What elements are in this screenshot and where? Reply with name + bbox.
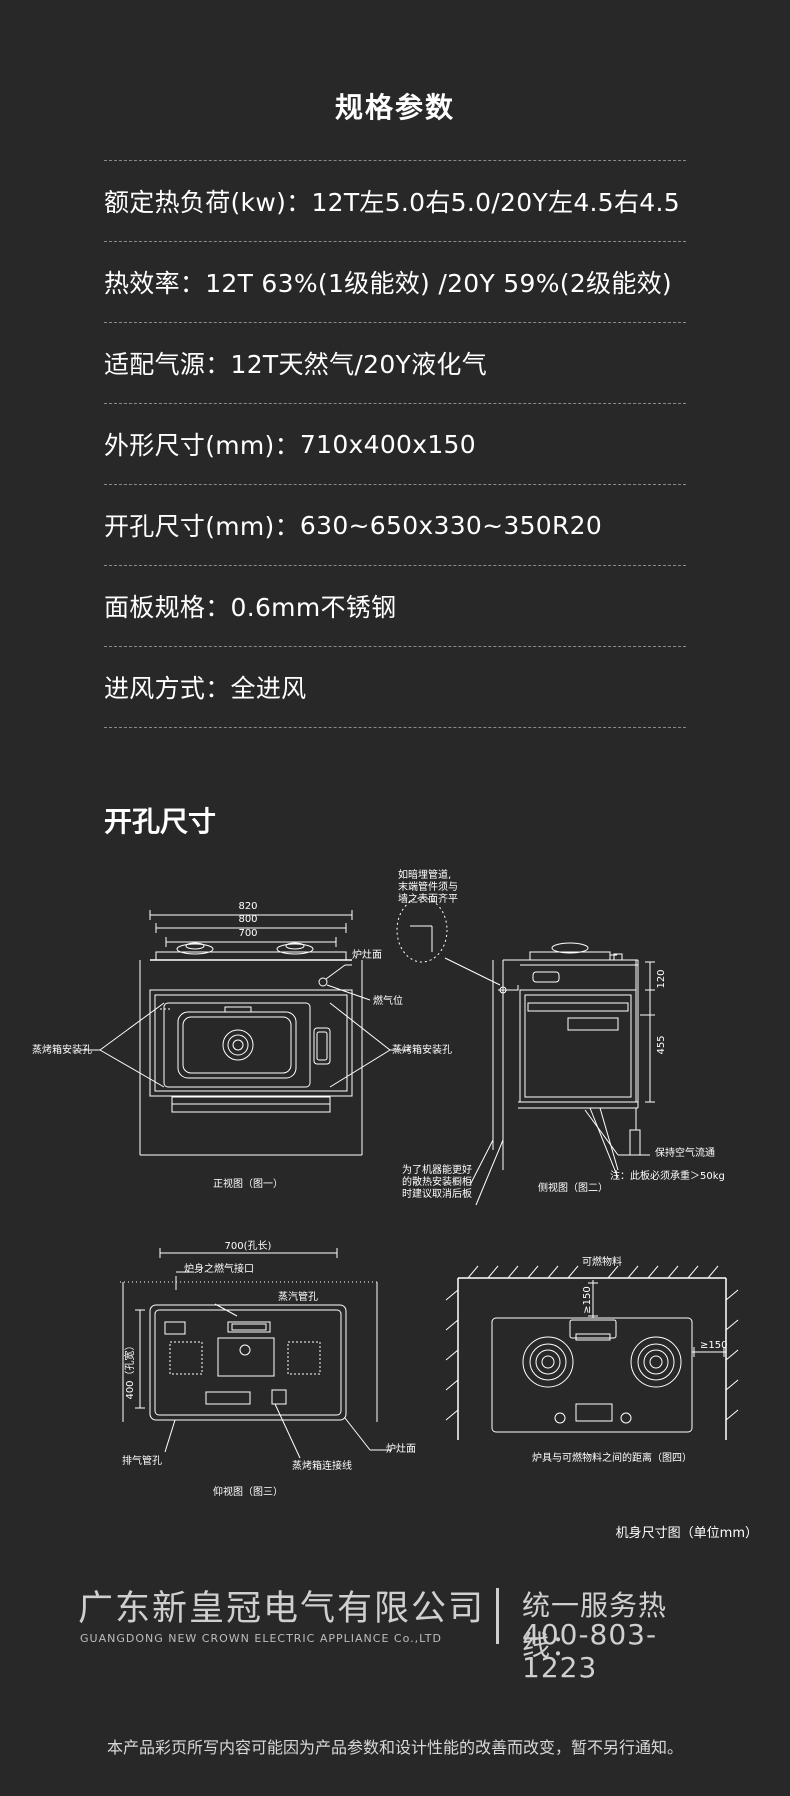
page-title: 规格参数 <box>334 91 455 124</box>
spec-label: 外形尺寸(mm)： <box>104 431 300 460</box>
distance-caption: 炉具与可燃物料之间的距离（图四） <box>532 1451 692 1464</box>
spec-label: 进风方式： <box>104 674 231 703</box>
hotline-label: 统一服务热线： <box>522 1589 668 1662</box>
unit-note: 机身尺寸图（单位mm） <box>615 1526 758 1541</box>
bottom-label-wire: 蒸烤箱连接线 <box>292 1459 352 1472</box>
front-dim-700: 700 <box>238 928 257 939</box>
front-label-hole-left: 蒸烤箱安装孔 <box>32 1043 92 1056</box>
spec-row-cutout-size: 开孔尺寸(mm)：630~650x330~350R20 <box>104 485 686 566</box>
spec-value: 12T 63%(1级能效) /20Y 59%(2级能效) <box>205 269 672 298</box>
front-caption: 正视图（图一） <box>213 1177 283 1190</box>
company-block: 广东新皇冠电气有限公司 GUANGDONG NEW CROWN ELECTRIC… <box>78 1580 718 1684</box>
front-dim-820: 820 <box>238 901 257 912</box>
bottom-dim-400: 400（孔宽） <box>123 1340 136 1399</box>
spec-value: 12T左5.0右5.0/20Y左4.5右4.5 <box>311 188 680 217</box>
spec-label: 开孔尺寸(mm)： <box>104 512 300 541</box>
spec-value: 0.6mm不锈钢 <box>230 593 397 622</box>
spec-value: 12T天然气/20Y液化气 <box>230 350 488 379</box>
company-divider <box>496 1588 499 1644</box>
spec-row-air-intake: 进风方式：全进风 <box>104 647 686 728</box>
side-caption: 侧视图（图二） <box>538 1181 608 1194</box>
footer-disclaimer: 本产品彩页所写内容可能因为产品参数和设计性能的改善而改变，暂不另行通知。 <box>106 1738 683 1757</box>
spec-row-gas-source: 适配气源：12T天然气/20Y液化气 <box>104 323 686 404</box>
bottom-dim-700: 700(孔长) <box>225 1240 272 1252</box>
spec-row-panel: 面板规格：0.6mm不锈钢 <box>104 566 686 647</box>
bottom-label-steam: 蒸汽管孔 <box>278 1290 318 1303</box>
side-note2-line1: 为了机器能更好 <box>402 1163 472 1176</box>
side-dim-120: 120 <box>656 969 667 988</box>
section-title-cutout: 开孔尺寸 <box>104 805 217 838</box>
front-label-gas: 燃气位 <box>373 994 403 1007</box>
bottom-label-gas-inlet: 炉身之燃气接口 <box>184 1262 254 1275</box>
front-dim-800: 800 <box>238 914 257 925</box>
spec-row-heat-load: 额定热负荷(kw)：12T左5.0右5.0/20Y左4.5右4.5 <box>104 160 686 242</box>
side-note-line3: 墙之表面齐平 <box>398 892 458 905</box>
side-note-line1: 如暗埋管道, <box>398 868 451 881</box>
side-note2-line2: 的散热安装橱柜 <box>402 1175 472 1188</box>
distance-dim-150-side: ≥150 <box>700 1340 727 1351</box>
company-name: 广东新皇冠电气有限公司 <box>78 1589 486 1629</box>
side-dim-455: 455 <box>656 1035 667 1054</box>
side-note2-line3: 时建议取消后板 <box>402 1187 472 1200</box>
spec-value: 710x400x150 <box>299 429 476 459</box>
bottom-caption: 仰视图（图三） <box>213 1485 283 1498</box>
spec-label: 热效率： <box>104 269 206 298</box>
spec-value: 全进风 <box>230 674 307 703</box>
bottom-label-cooktop: 炉灶面 <box>386 1442 416 1455</box>
spec-label: 面板规格： <box>104 593 231 622</box>
distance-dim-150-top: ≥150 <box>582 1286 593 1313</box>
distance-view-drawing <box>457 1277 727 1440</box>
side-label-air: 保持空气流通 <box>655 1146 715 1159</box>
front-label-cooktop: 炉灶面 <box>352 948 382 961</box>
spec-row-efficiency: 热效率：12T 63%(1级能效) /20Y 59%(2级能效) <box>104 242 686 323</box>
side-note-line2: 末端管件须与 <box>398 880 458 893</box>
side-label-load: 注：此板必须承重＞50kg <box>610 1169 725 1182</box>
bottom-view-drawing <box>120 1248 392 1459</box>
spec-label: 适配气源： <box>104 350 231 379</box>
spec-row-outer-size: 外形尺寸(mm)：710x400x150 <box>104 404 686 485</box>
spec-value: 630~650x330~350R20 <box>299 510 603 540</box>
distance-label-top: 可燃物料 <box>582 1255 622 1268</box>
front-view-drawing <box>80 910 410 1156</box>
spec-label: 额定热负荷(kw)： <box>104 188 312 217</box>
bottom-label-exhaust: 排气管孔 <box>122 1454 162 1467</box>
spec-list: 额定热负荷(kw)：12T左5.0右5.0/20Y左4.5右4.5 热效率：12… <box>104 160 686 728</box>
distance-wall-hatching <box>445 1265 739 1421</box>
hotline-number[interactable]: 400-803-1223 <box>522 1618 658 1684</box>
company-name-en: GUANGDONG NEW CROWN ELECTRIC APPLIANCE C… <box>80 1632 442 1645</box>
front-label-hole-right: 蒸烤箱安装孔 <box>392 1043 452 1056</box>
side-view-drawing <box>396 897 655 1206</box>
